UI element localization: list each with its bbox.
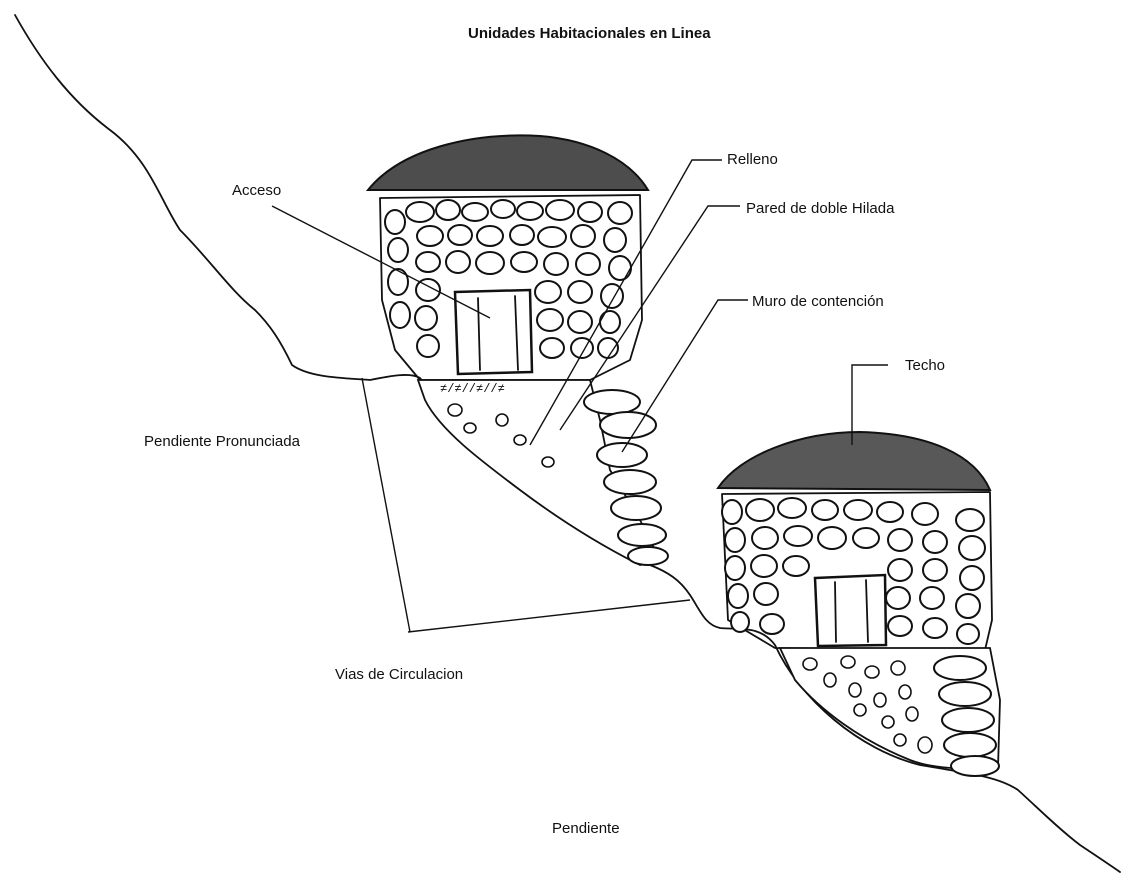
- lower-dwelling: [718, 432, 1000, 776]
- svg-text:≠/≠//≠//≠: ≠/≠//≠//≠: [440, 382, 505, 396]
- label-pendiente: Pendiente: [552, 820, 620, 837]
- lower-doorway: [815, 575, 886, 646]
- label-vias-circulacion: Vias de Circulacion: [335, 666, 463, 683]
- leader-vias-2: [408, 600, 690, 632]
- leader-vias-1: [362, 378, 410, 632]
- label-techo: Techo: [905, 357, 945, 374]
- upper-doorway: [455, 290, 532, 374]
- label-muro-contencion: Muro de contención: [752, 293, 884, 310]
- label-pared-doble-hilada: Pared de doble Hilada: [746, 200, 894, 217]
- lower-roof: [718, 432, 990, 490]
- upper-roof: [368, 135, 648, 190]
- upper-dwelling: ≠/≠//≠//≠: [368, 135, 668, 565]
- diagram-title: Unidades Habitacionales en Linea: [468, 25, 711, 42]
- label-acceso: Acceso: [232, 182, 281, 199]
- label-relleno: Relleno: [727, 151, 778, 168]
- label-pendiente-pronunciada: Pendiente Pronunciada: [144, 433, 300, 450]
